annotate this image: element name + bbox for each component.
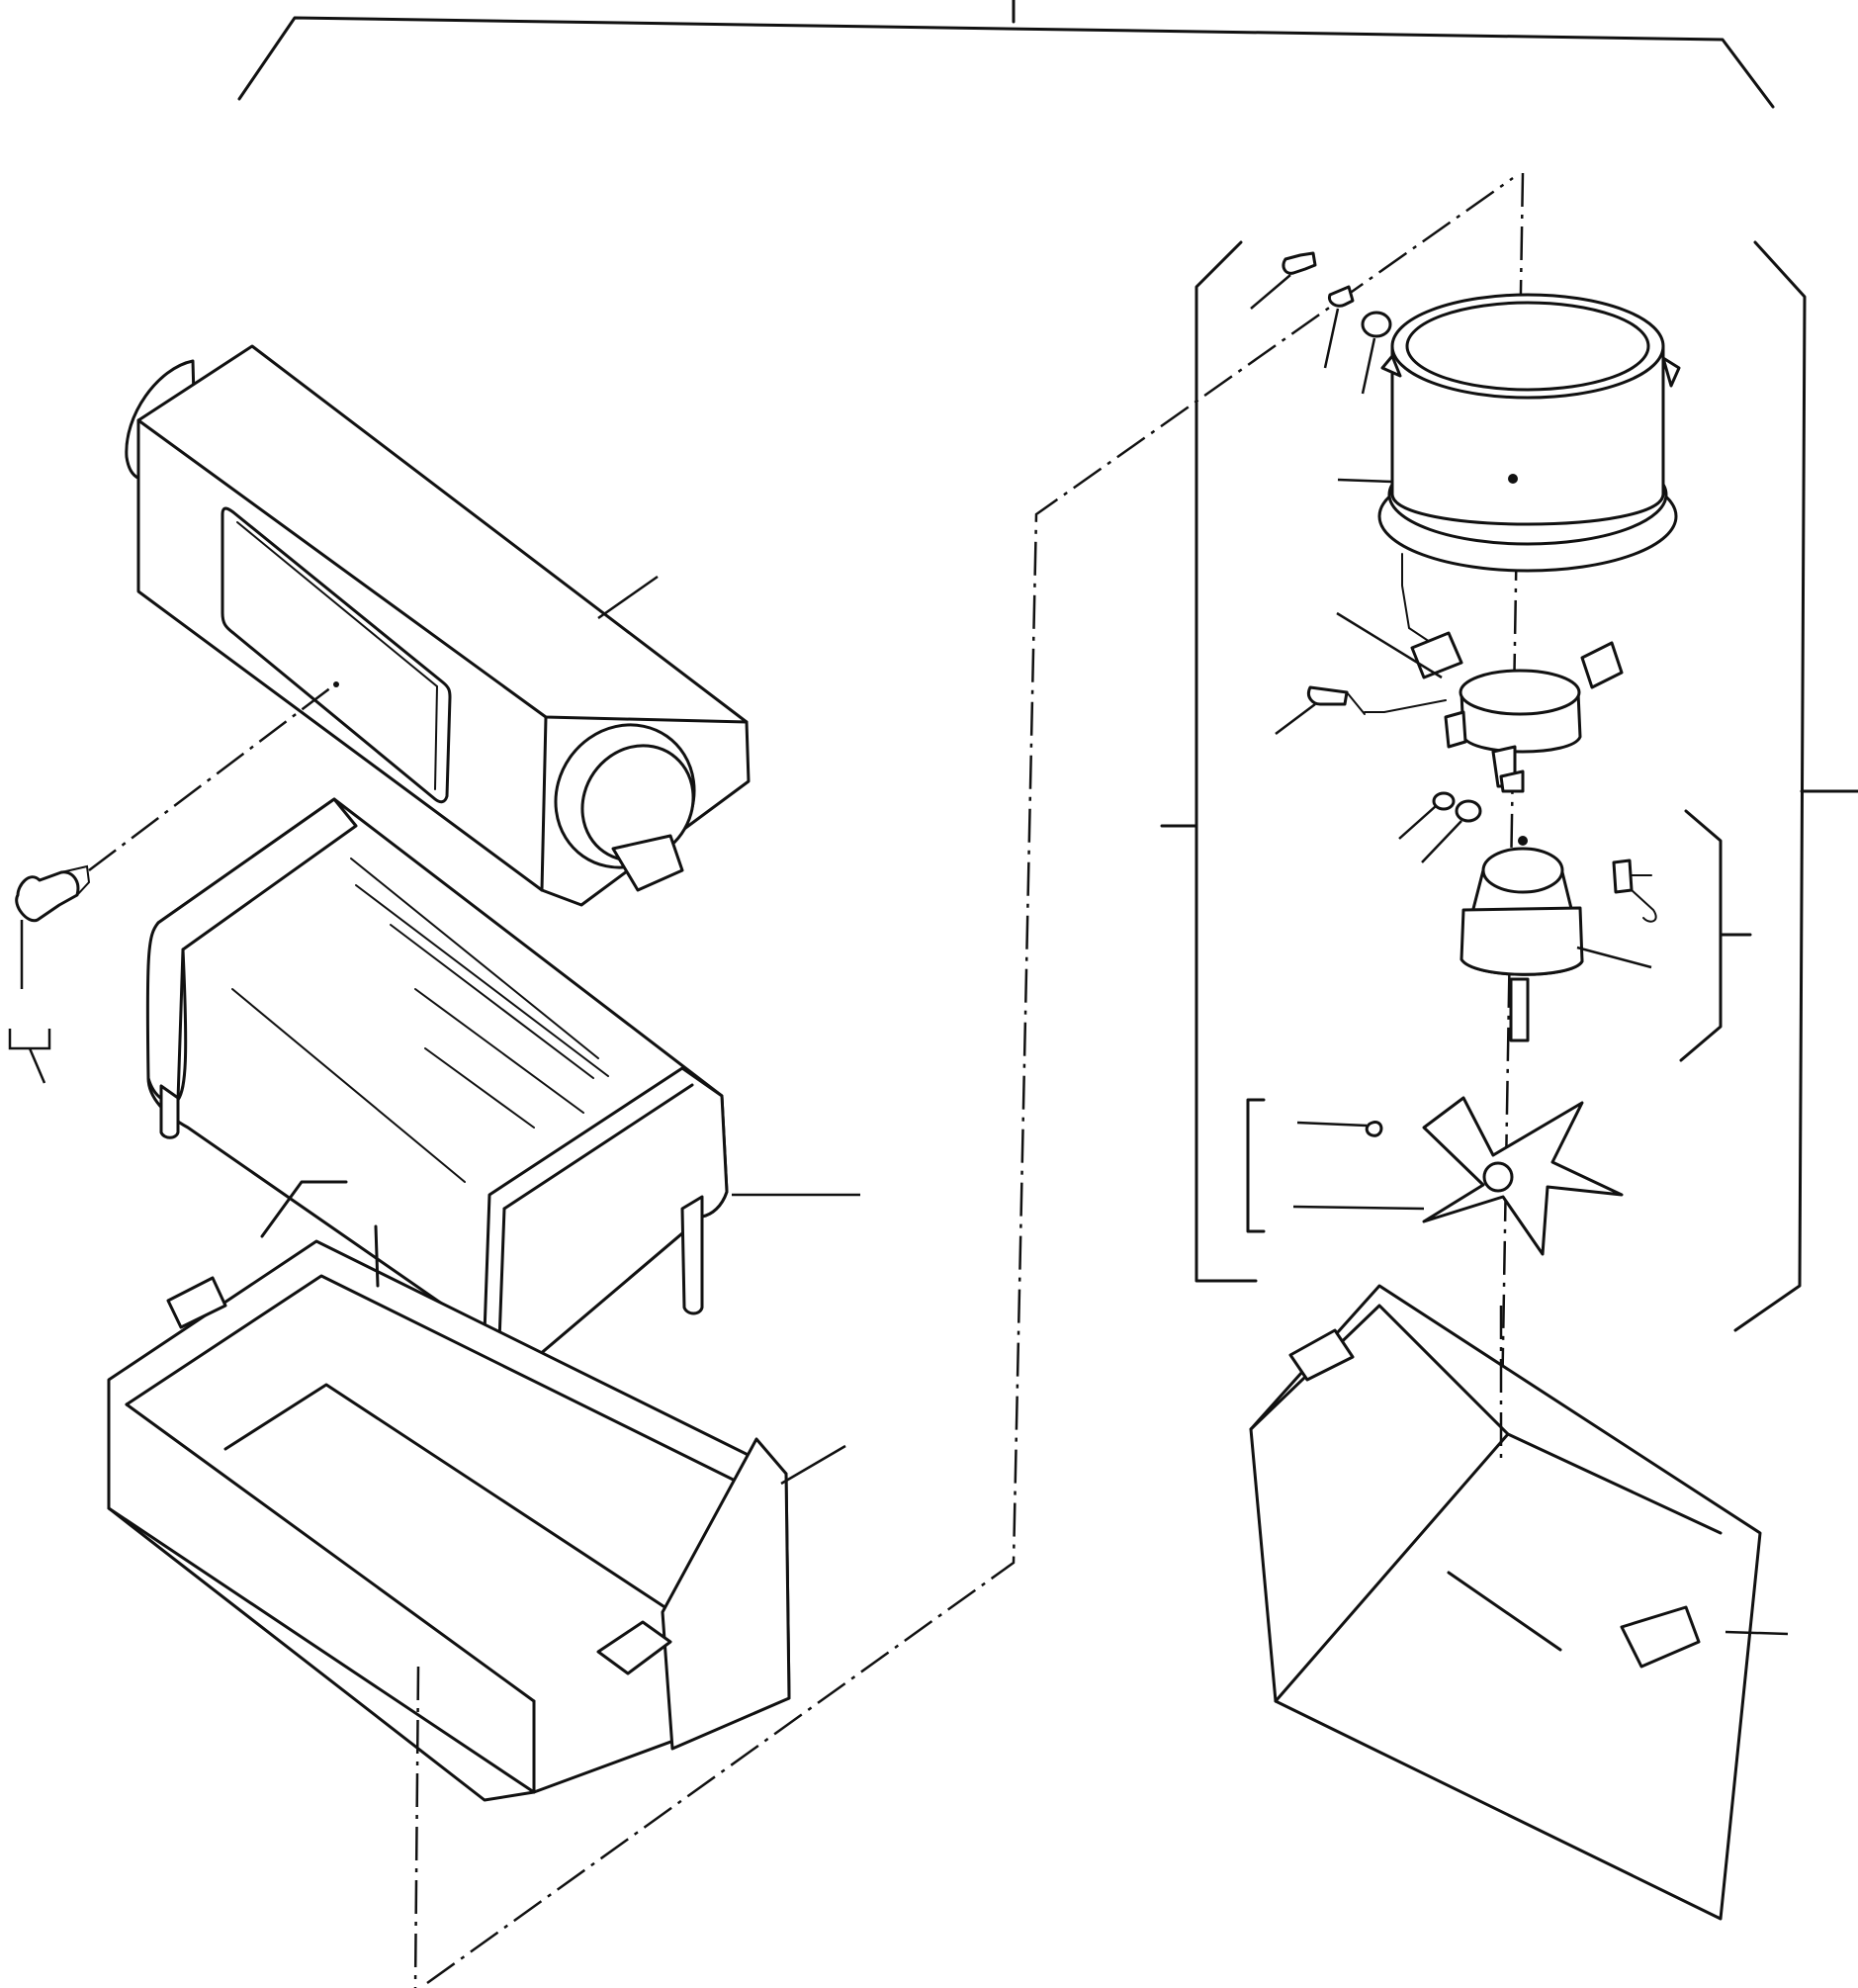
fan-shroud-ring [1337, 293, 1681, 573]
fan-blade-and-nut [1246, 1096, 1624, 1256]
heater-housing-cover [125, 344, 751, 907]
mounting-bolt [8, 686, 332, 1084]
assembly-outline [413, 176, 1514, 1988]
heater-tray [107, 1180, 846, 1802]
top-assembly-bracket [237, 0, 1775, 109]
blower-housing-box [1249, 1284, 1789, 1921]
washers [1398, 791, 1482, 863]
blower-motor [1460, 809, 1752, 1062]
heater-core [145, 797, 860, 1357]
leader-line [597, 575, 659, 620]
screw-and-clips [1250, 251, 1392, 395]
motor-bracket [1275, 553, 1624, 793]
